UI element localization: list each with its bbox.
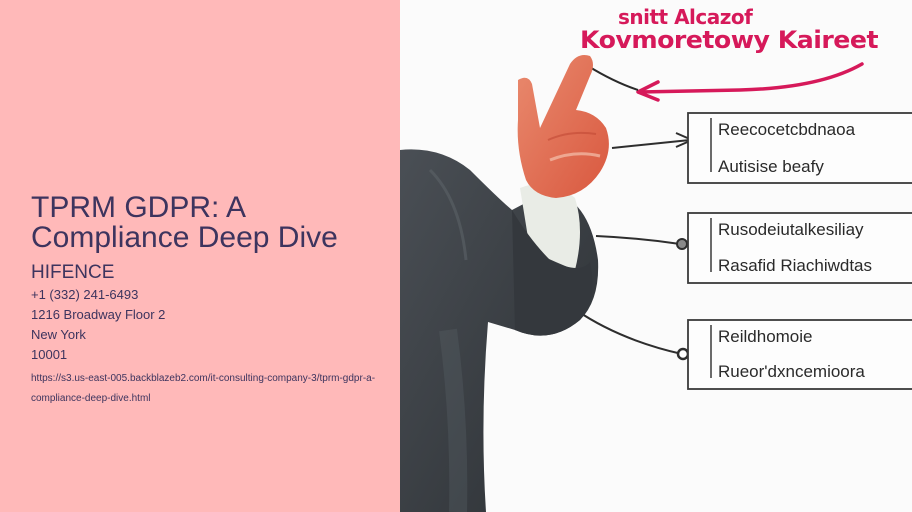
box2-line2: Rasafid Riachiwdtas (718, 256, 872, 275)
company-name: HIFENCE (31, 262, 115, 283)
box3-line1: Reildhomoie (718, 327, 813, 346)
red-arrow (638, 62, 864, 94)
diagram-box-2: Rusodeiutalkesiliay Rasafid Riachiwdtas (687, 212, 912, 284)
diagram-box-3: Reildhomoie Rueor'dxncemioora (687, 319, 912, 390)
pointing-hand (517, 55, 609, 198)
box2-line1: Rusodeiutalkesiliay (718, 220, 864, 239)
page-url: https://s3.us-east-005.backblazeb2.com/i… (31, 369, 376, 409)
page-url-link[interactable]: https://s3.us-east-005.backblazeb2.com/i… (31, 373, 376, 404)
contact-zip: 10001 (31, 347, 68, 362)
box1-line2: Autisise beafy (718, 157, 824, 176)
diagram-box-1: Reecocetcbdnaoa Autisise beafy (687, 112, 912, 184)
left-panel: TPRM GDPR: A Compliance Deep Dive HIFENC… (0, 0, 400, 512)
contact-city: New York (31, 327, 86, 342)
hero-image: snitt Alcazof Kovmoretowy Kaireet Reecoc… (400, 0, 912, 512)
contact-street: 1216 Broadway Floor 2 (31, 307, 166, 322)
box1-line1: Reecocetcbdnaoa (718, 120, 856, 139)
marker-heading-line2: Kovmoretowy Kaireet (580, 26, 878, 54)
box3-line2: Rueor'dxncemioora (718, 362, 865, 381)
marker-heading: snitt Alcazof Kovmoretowy Kaireet (580, 5, 879, 54)
marker-heading-line1: snitt Alcazof (618, 5, 753, 29)
page-title: TPRM GDPR: A Compliance Deep Dive (31, 191, 338, 254)
contact-phone: +1 (332) 241-6493 (31, 287, 139, 302)
businessman-pointing-diagram-image: snitt Alcazof Kovmoretowy Kaireet Reecoc… (400, 5, 912, 512)
businessman (400, 55, 609, 512)
